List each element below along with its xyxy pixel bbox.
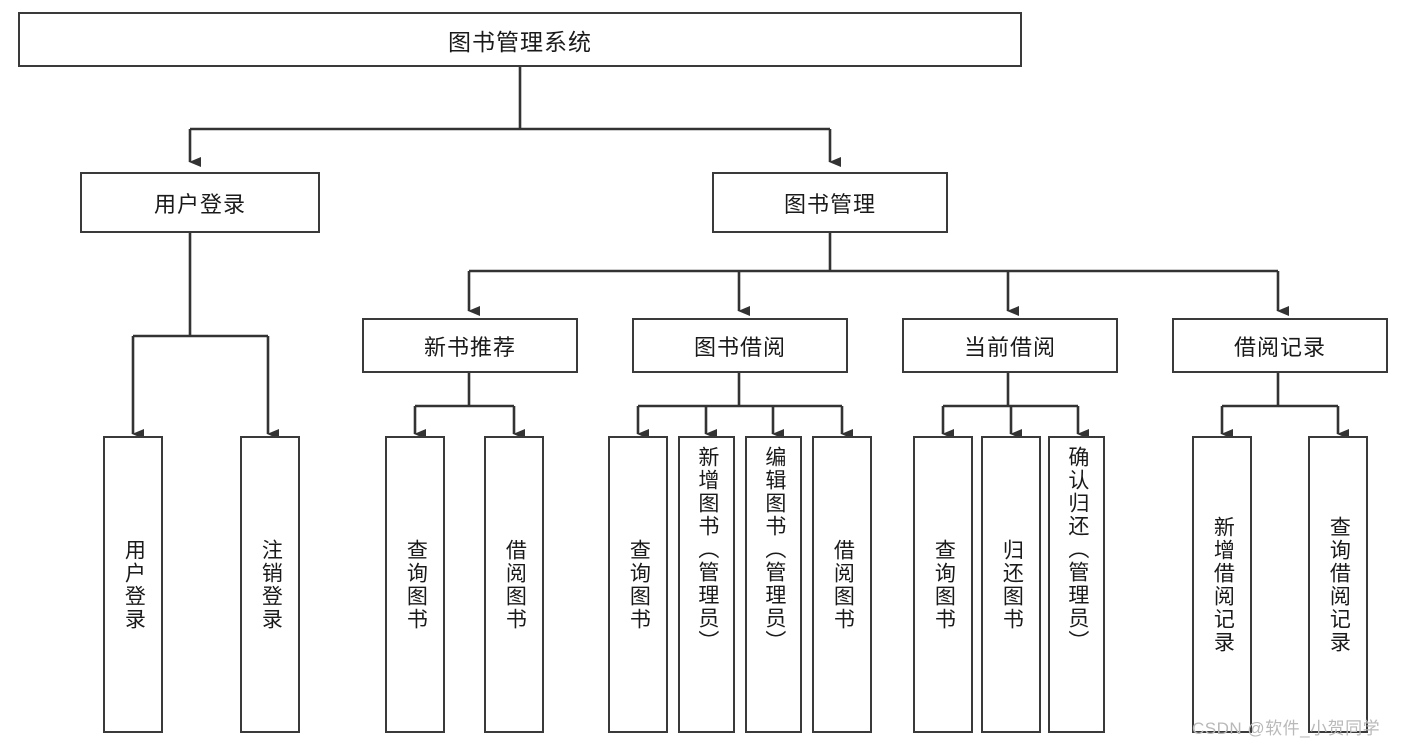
node-label: 新增借阅记录 xyxy=(1211,515,1235,654)
node-label: 查询借阅记录 xyxy=(1327,515,1351,654)
node-label: 查询图书 xyxy=(404,538,428,631)
node-label: 编辑图书（管理员） xyxy=(762,446,786,653)
node-label: 查询图书 xyxy=(932,538,956,631)
node-user-login[interactable]: 用户登录 xyxy=(80,172,320,233)
node-label: 查询图书 xyxy=(627,538,651,631)
leaf-borrow-record-add-record[interactable]: 新增借阅记录 xyxy=(1192,436,1252,733)
node-root-book-management-system[interactable]: 图书管理系统 xyxy=(18,12,1022,67)
node-label: 当前借阅 xyxy=(963,334,1056,360)
node-book-borrow[interactable]: 图书借阅 xyxy=(632,318,848,373)
csdn-watermark: CSDN @软件_小贺同学 xyxy=(1192,719,1381,738)
node-label: 图书管理 xyxy=(783,191,876,217)
node-label: 用户登录 xyxy=(122,538,146,631)
leaf-current-borrow-confirm-return-admin[interactable]: 确认归还（管理员） xyxy=(1048,436,1105,733)
leaf-current-borrow-return-book[interactable]: 归还图书 xyxy=(981,436,1041,733)
node-label: 新书推荐 xyxy=(423,334,516,360)
leaf-user-login-logout[interactable]: 注销登录 xyxy=(240,436,300,733)
leaf-book-borrow-query-book[interactable]: 查询图书 xyxy=(608,436,668,733)
node-label: 借阅记录 xyxy=(1233,334,1326,360)
node-borrow-record[interactable]: 借阅记录 xyxy=(1172,318,1388,373)
leaf-new-book-borrow-book[interactable]: 借阅图书 xyxy=(484,436,544,733)
node-label: 新增图书（管理员） xyxy=(695,446,719,653)
node-label: 图书借阅 xyxy=(693,334,786,360)
node-book-management[interactable]: 图书管理 xyxy=(712,172,948,233)
leaf-book-borrow-edit-book-admin[interactable]: 编辑图书（管理员） xyxy=(745,436,802,733)
node-label: 注销登录 xyxy=(259,538,283,631)
node-label: 借阅图书 xyxy=(503,538,527,631)
node-label: 归还图书 xyxy=(1000,538,1024,631)
leaf-book-borrow-add-book-admin[interactable]: 新增图书（管理员） xyxy=(678,436,735,733)
node-label: 借阅图书 xyxy=(831,538,855,631)
node-label: 确认归还（管理员） xyxy=(1065,446,1089,653)
node-new-book-recommend[interactable]: 新书推荐 xyxy=(362,318,578,373)
leaf-user-login-login[interactable]: 用户登录 xyxy=(103,436,163,733)
node-current-borrow[interactable]: 当前借阅 xyxy=(902,318,1118,373)
leaf-book-borrow-borrow-book[interactable]: 借阅图书 xyxy=(812,436,872,733)
leaf-new-book-query-book[interactable]: 查询图书 xyxy=(385,436,445,733)
leaf-current-borrow-query-book[interactable]: 查询图书 xyxy=(913,436,973,733)
node-label: 用户登录 xyxy=(153,191,246,217)
node-label: 图书管理系统 xyxy=(448,28,592,55)
leaf-borrow-record-query-record[interactable]: 查询借阅记录 xyxy=(1308,436,1368,733)
